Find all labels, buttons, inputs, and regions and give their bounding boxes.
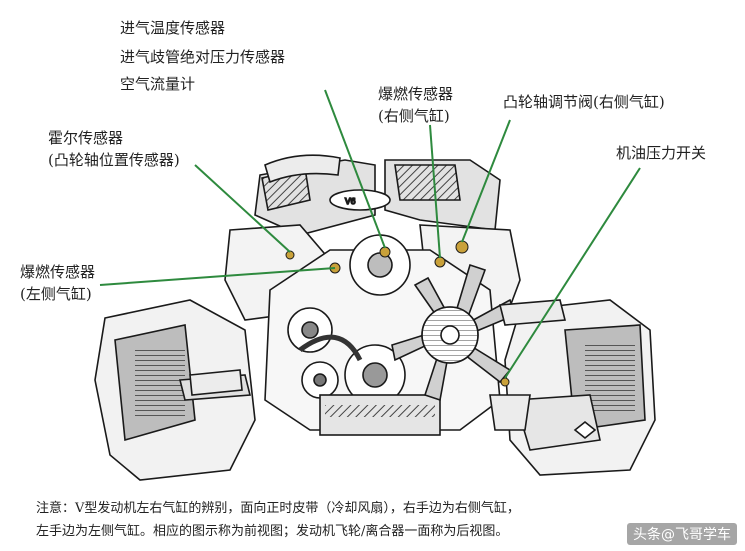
cam-valve-marker — [455, 240, 469, 254]
left-intercooler — [94, 299, 256, 481]
air-hoses — [189, 154, 567, 431]
hall-sensor-marker — [285, 250, 295, 260]
label-intake-temp-sensor: 进气温度传感器 — [120, 19, 226, 37]
label-manifold-pressure-sensor: 进气歧管绝对压力传感器 — [120, 48, 286, 66]
cooling-fan — [391, 263, 516, 402]
right-intercooler — [504, 299, 656, 476]
knock-right-marker — [434, 256, 446, 268]
label-hall-sensor-sub: (凸轮轴位置传感器) — [48, 151, 180, 169]
leader-lines — [99, 89, 641, 379]
label-knock-left-sub: (左侧气缸) — [20, 285, 92, 303]
note-line-1: 注意：V型发动机左右气缸的辨别，面向正时皮带（冷却风扇），右手边为右侧气缸， — [36, 501, 520, 516]
watermark: 头条@飞哥学车 — [627, 523, 737, 545]
label-air-flow-meter: 空气流量计 — [120, 75, 196, 93]
oil-switch-marker — [500, 377, 510, 387]
intake-sensor-marker — [379, 246, 391, 258]
label-knock-right-sub: (右侧气缸) — [378, 107, 450, 125]
label-knock-left: 爆燃传感器 — [20, 263, 96, 281]
note-line-2: 左手边为左侧气缸。相应的图示称为前视图；发动机飞轮/离合器一面称为后视图。 — [36, 524, 509, 539]
label-oil-pressure-switch: 机油压力开关 — [616, 144, 707, 162]
sensors — [285, 240, 510, 387]
label-knock-right: 爆燃传感器 — [378, 85, 454, 103]
svg-text:V6: V6 — [345, 197, 356, 206]
label-hall-sensor: 霍尔传感器 — [48, 129, 124, 147]
label-cam-valve-right: 凸轮轴调节阀(右侧气缸) — [503, 93, 665, 111]
